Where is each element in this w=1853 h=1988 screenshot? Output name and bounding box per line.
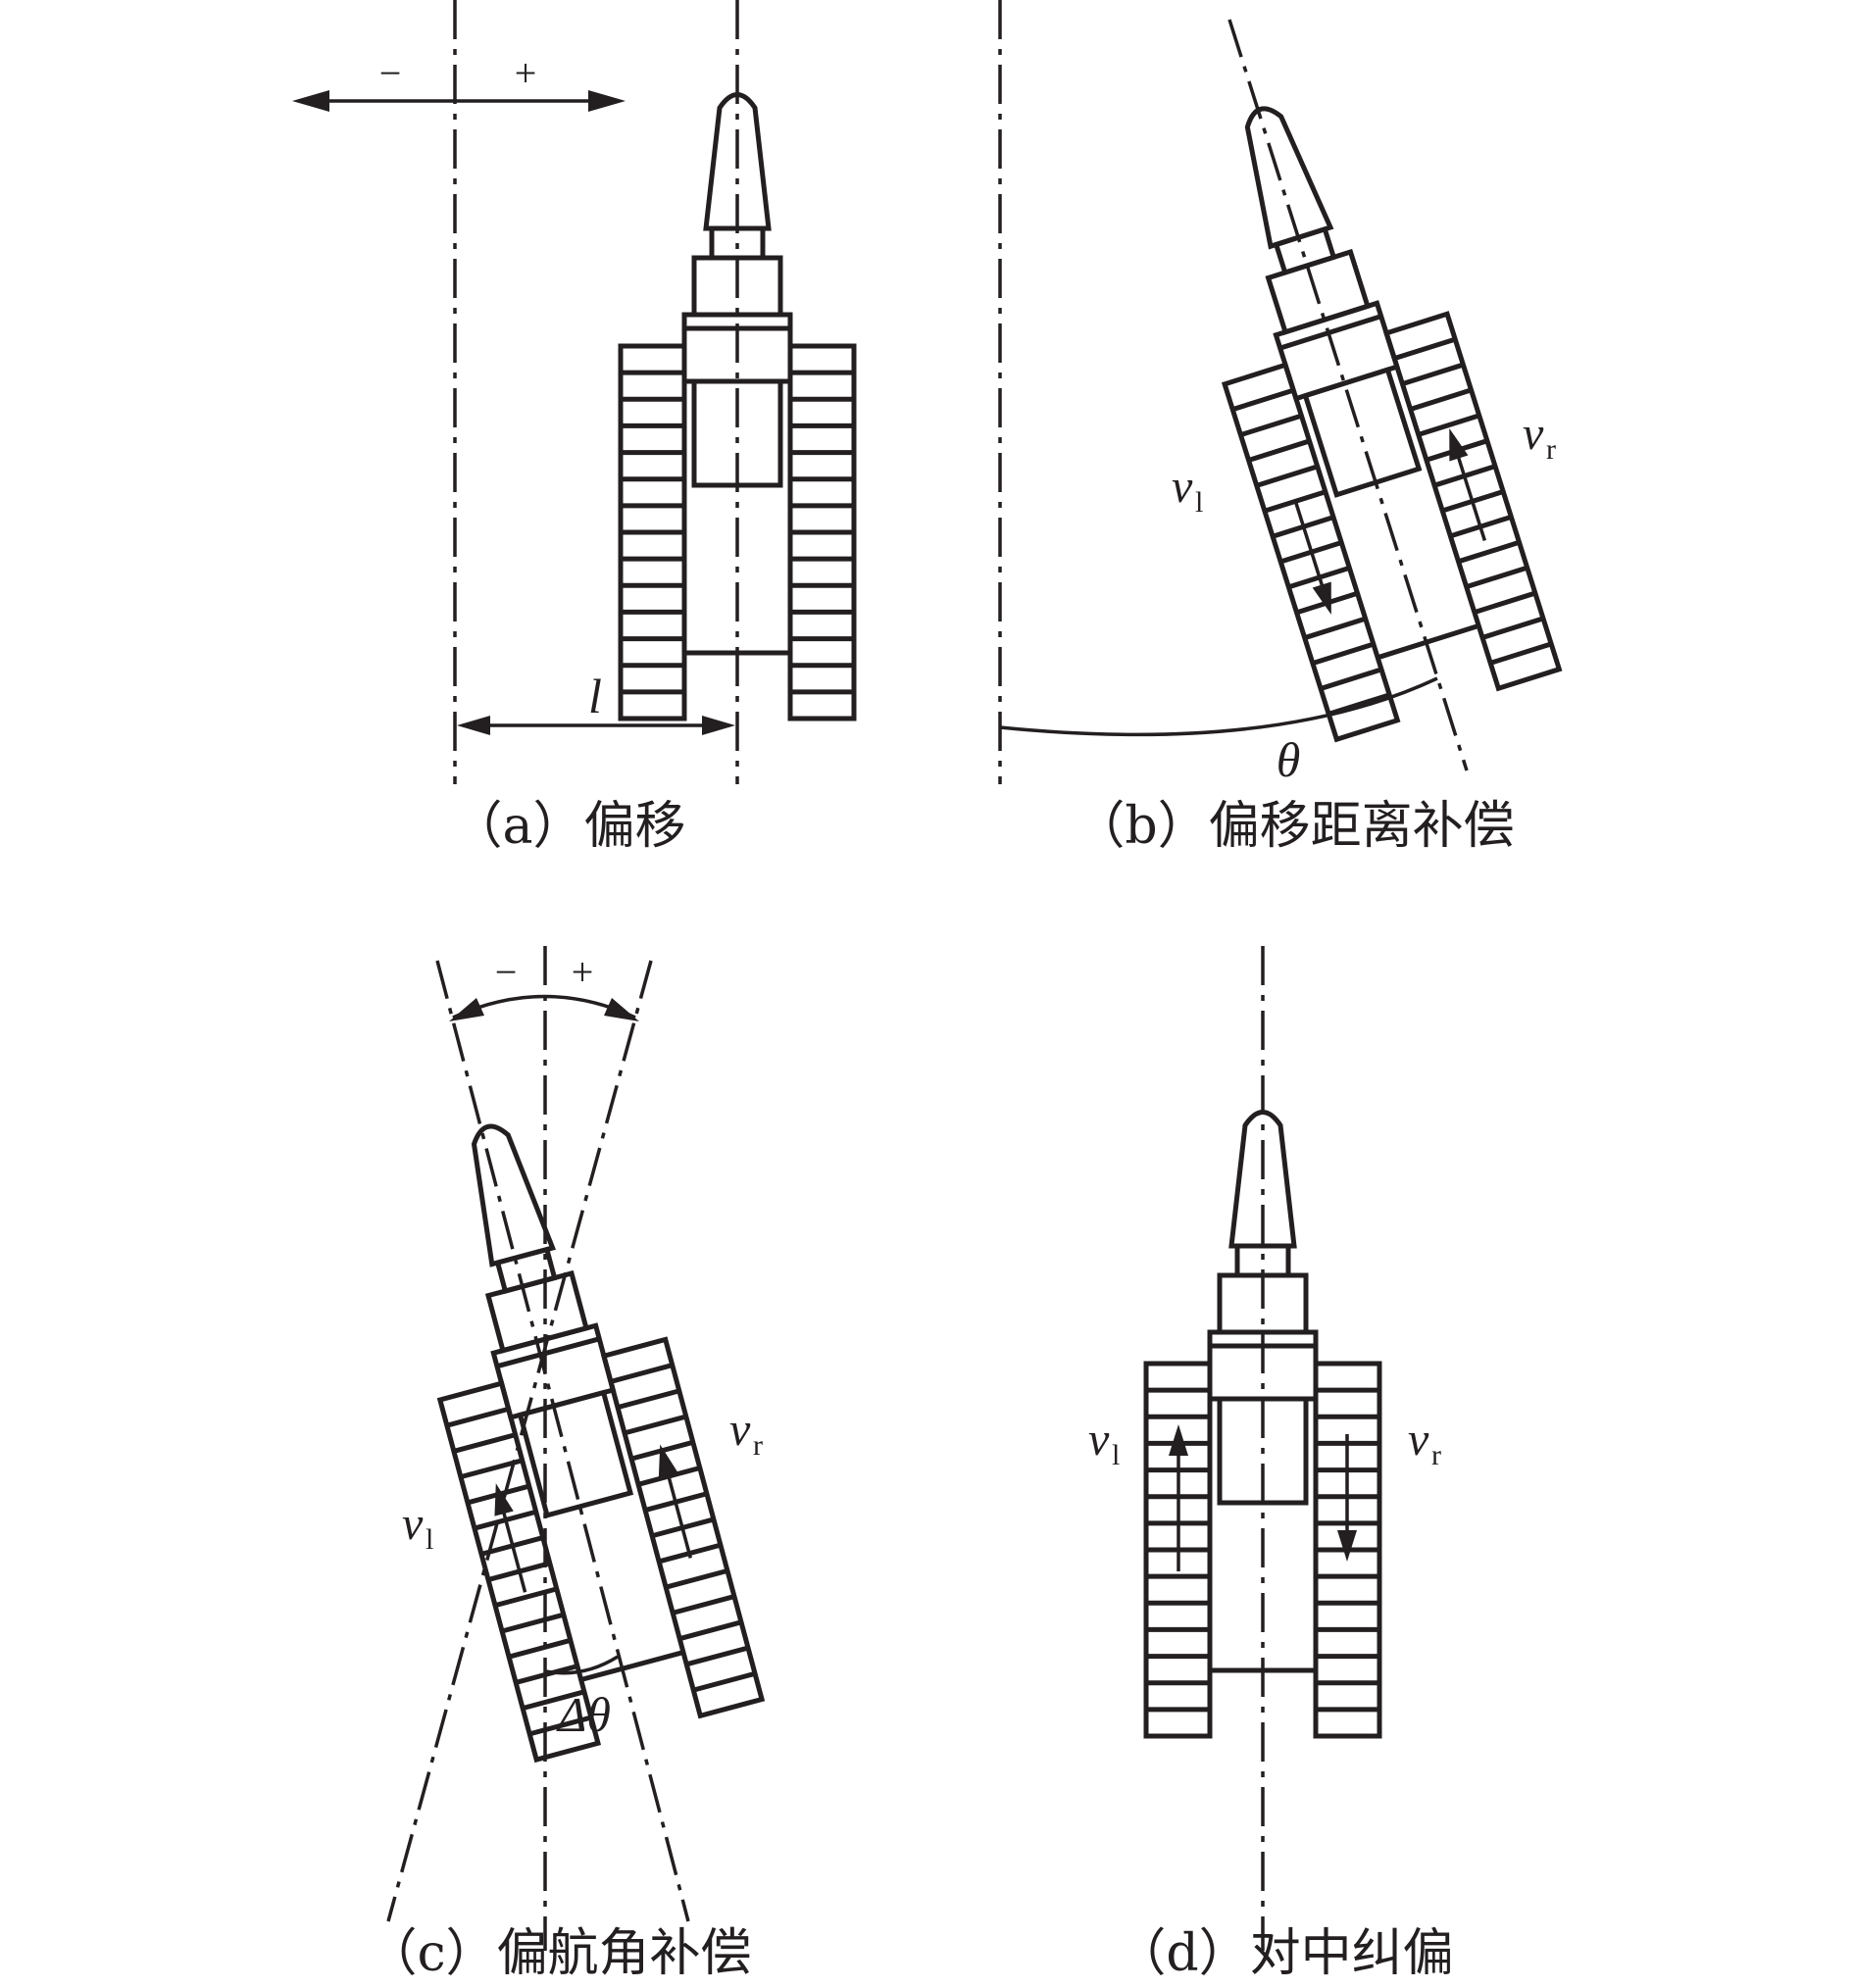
yaw-angle-arc [544,1655,619,1675]
minus-sign: − [379,51,402,95]
track-speed-arrows [1169,1424,1357,1571]
panel-a: − + l （a）偏移 [292,0,854,856]
v-left-label: v [402,1498,424,1550]
v-left-label: v [1172,461,1193,513]
v-right-label: v [1408,1414,1429,1466]
panel-b: θ v l v r （b）偏移距离补偿 [998,0,1559,856]
panel-c: − + Δθ v l v r （c）偏航角补偿 [366,946,763,1983]
v-left-subscript: l [1112,1439,1120,1471]
v-right-label: v [1523,408,1544,460]
yaw-range-arc [449,994,639,1021]
plus-sign: + [572,950,594,994]
offset-dimension [457,716,735,735]
tracked-robot [1149,75,1559,740]
offset-label: l [588,669,602,723]
track-speed-arrows [1294,428,1487,616]
v-left-label: v [1088,1414,1110,1466]
v-right-subscript: r [1546,433,1556,466]
v-right-subscript: r [1431,1439,1441,1471]
minus-sign: − [495,950,518,994]
angle-label: θ [1277,732,1301,787]
v-left-subscript: l [1195,486,1203,519]
tracked-robot [375,1097,762,1760]
v-right-subscript: r [753,1429,763,1462]
vehicle-axis-left [435,960,690,1922]
panel-d: v l v r （d）对中纠偏 [1088,946,1454,1983]
vehicle-axis [1227,19,1469,771]
plus-sign: + [515,51,537,95]
vehicle-axis-right [386,960,653,1922]
v-right-label: v [729,1404,751,1456]
yaw-angle-label: Δθ [556,1687,611,1742]
caption-a: （a）偏移 [451,797,685,856]
caption-b: （b）偏移距离补偿 [1074,797,1514,856]
caption-d: （d）对中纠偏 [1115,1924,1453,1983]
caption-c: （c）偏航角补偿 [366,1924,751,1983]
angle-arc [999,676,1438,737]
v-left-subscript: l [426,1523,433,1556]
track-speed-arrows [494,1444,692,1593]
direction-arrow [292,90,626,112]
